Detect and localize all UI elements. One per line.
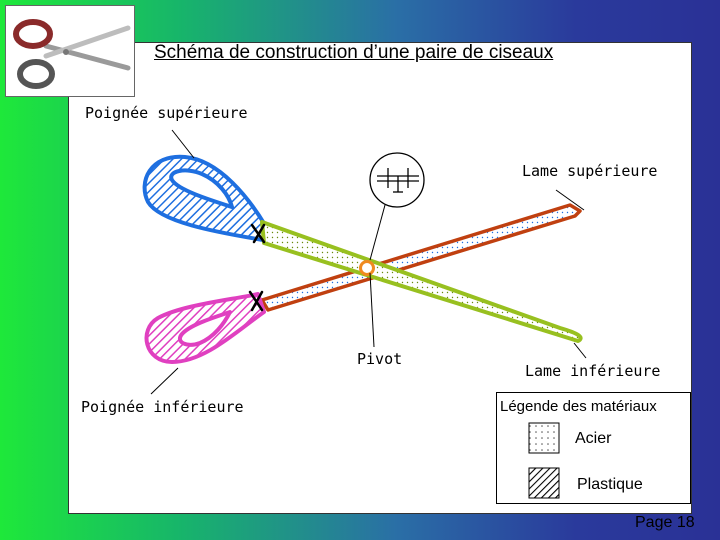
- legend-swatch-plastic: [528, 467, 560, 499]
- screw-detail-icon: [377, 168, 419, 193]
- assembly-mark-lower: [248, 290, 264, 312]
- materials-legend: Légende des matériaux Acier Plastique: [496, 392, 691, 504]
- scissors-icon: [13, 19, 131, 89]
- legend-swatches: [528, 422, 560, 499]
- label-upper-blade: Lame supérieure: [522, 162, 658, 180]
- lower-handle: [144, 292, 266, 364]
- legend-item-plastic: Plastique: [577, 476, 643, 493]
- pivot-detail-bubble: [369, 152, 425, 208]
- leader-upper-handle: [171, 129, 195, 159]
- upper-handle: [142, 154, 267, 242]
- assembly-mark-upper: [250, 223, 266, 244]
- page-number: Page 18: [635, 514, 695, 531]
- leader-lower-handle: [150, 367, 179, 395]
- legend-swatch-steel: [528, 422, 560, 454]
- lower-blade: [260, 220, 583, 343]
- page-title: Schéma de construction d’une paire de ci…: [154, 42, 554, 63]
- leader-upper-blade: [555, 189, 585, 211]
- legend-title: Légende des matériaux: [500, 398, 657, 415]
- leader-lower-blade: [573, 342, 587, 359]
- legend-item-steel: Acier: [575, 430, 612, 447]
- label-pivot: Pivot: [357, 350, 403, 368]
- pivot-screw: [359, 260, 375, 276]
- scissors-thumbnail: [5, 5, 135, 97]
- label-lower-handle: Poignée inférieure: [81, 398, 244, 416]
- label-lower-blade: Lame inférieure: [525, 362, 661, 380]
- leader-pivot: [369, 272, 375, 348]
- pivot-detail-leader: [369, 204, 386, 261]
- label-upper-handle: Poignée supérieure: [85, 104, 248, 122]
- upper-blade: [260, 203, 582, 312]
